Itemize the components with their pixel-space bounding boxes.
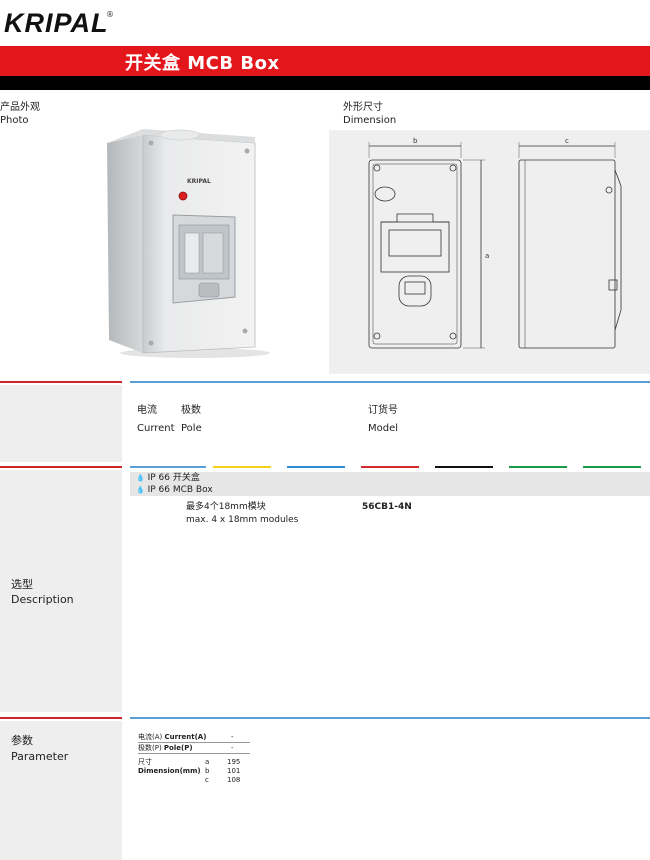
- ip-cn: IP 66 开关盒: [147, 473, 200, 483]
- black-divider: [0, 76, 650, 90]
- water-drop-icon: 💧: [136, 486, 145, 494]
- col-model-cn: 订货号: [368, 405, 398, 416]
- modules-cn: 最多4个18mm模块: [186, 502, 266, 512]
- section-line-blue-3: [130, 717, 650, 719]
- col-pole-cn: 极数: [181, 405, 201, 416]
- section-line-red: [0, 381, 122, 383]
- color-bar-segment: [213, 466, 271, 468]
- col-model-en: Model: [368, 423, 399, 434]
- dim-b-label: b: [413, 137, 418, 145]
- section-line-blue-2: [130, 466, 206, 468]
- header-left-panel: [0, 385, 122, 462]
- col-pole-en: Pole: [181, 423, 202, 434]
- brand-logo: KRIPAL ®: [4, 8, 114, 40]
- color-bar-segment: [509, 466, 567, 468]
- col-pole: 极数 Pole: [181, 404, 202, 435]
- param-row-current: 电流(A) Current(A) -: [138, 733, 250, 743]
- ip-en: IP 66 MCB Box: [147, 485, 213, 495]
- param-dimension-label: 尺寸 Dimension(mm): [138, 758, 201, 775]
- photo-label: 产品外观 Photo: [0, 101, 40, 127]
- product-label: KRIPAL: [187, 178, 211, 185]
- parameter-table: 电流(A) Current(A) - 极数(P) Pole(P) - 尺寸 Di…: [138, 733, 250, 788]
- photo-label-en: Photo: [0, 115, 29, 126]
- color-bars: [213, 466, 650, 469]
- modules-en: max. 4 x 18mm modules: [186, 515, 299, 525]
- title-bar: 开关盒 MCB Box: [0, 46, 650, 76]
- description-label: 选型 Description: [11, 577, 74, 607]
- col-current-cn: 电流: [137, 405, 157, 416]
- modules-text: 最多4个18mm模块 max. 4 x 18mm modules: [186, 501, 298, 527]
- dim-c-label: c: [565, 137, 569, 145]
- dimension-label-cn: 外形尺寸: [343, 102, 383, 113]
- page-title: 开关盒 MCB Box: [125, 53, 280, 74]
- parameter-label: 参数 Parameter: [11, 733, 68, 765]
- section-line-red-3: [0, 717, 122, 719]
- dim-a-label: a: [485, 252, 489, 260]
- brand-name: KRIPAL: [4, 8, 109, 38]
- water-drop-icon: 💧: [136, 474, 145, 482]
- dimension-drawing-panel: b c a: [329, 130, 650, 374]
- color-bar-segment: [435, 466, 493, 468]
- col-current-en: Current: [137, 423, 175, 434]
- photo-label-cn: 产品外观: [0, 102, 40, 113]
- ip-band: 💧 IP 66 开关盒 💧 IP 66 MCB Box: [130, 472, 650, 496]
- dimension-drawing: b c a: [368, 137, 622, 349]
- parameter-label-cn: 参数: [11, 734, 33, 747]
- product-photo: KRIPAL: [107, 129, 270, 358]
- parameter-label-en: Parameter: [11, 750, 69, 763]
- param-row-pole: 极数(P) Pole(P) -: [138, 744, 250, 754]
- description-label-en: Description: [11, 593, 74, 606]
- section-line-red-2: [0, 466, 122, 468]
- section-line-blue: [130, 381, 650, 383]
- color-bar-segment: [361, 466, 419, 468]
- color-bar-segment: [583, 466, 641, 468]
- col-current: 电流 Current: [137, 404, 175, 435]
- description-label-cn: 选型: [11, 578, 33, 591]
- registered-mark: ®: [106, 10, 114, 19]
- parameter-left-panel: [0, 721, 122, 860]
- dimension-label: 外形尺寸 Dimension: [343, 101, 396, 127]
- color-bar-segment: [287, 466, 345, 468]
- col-model: 订货号 Model: [368, 404, 398, 435]
- description-left-panel: [0, 470, 122, 712]
- model-number: 56CB1-4N: [362, 502, 412, 512]
- dimension-label-en: Dimension: [343, 115, 397, 126]
